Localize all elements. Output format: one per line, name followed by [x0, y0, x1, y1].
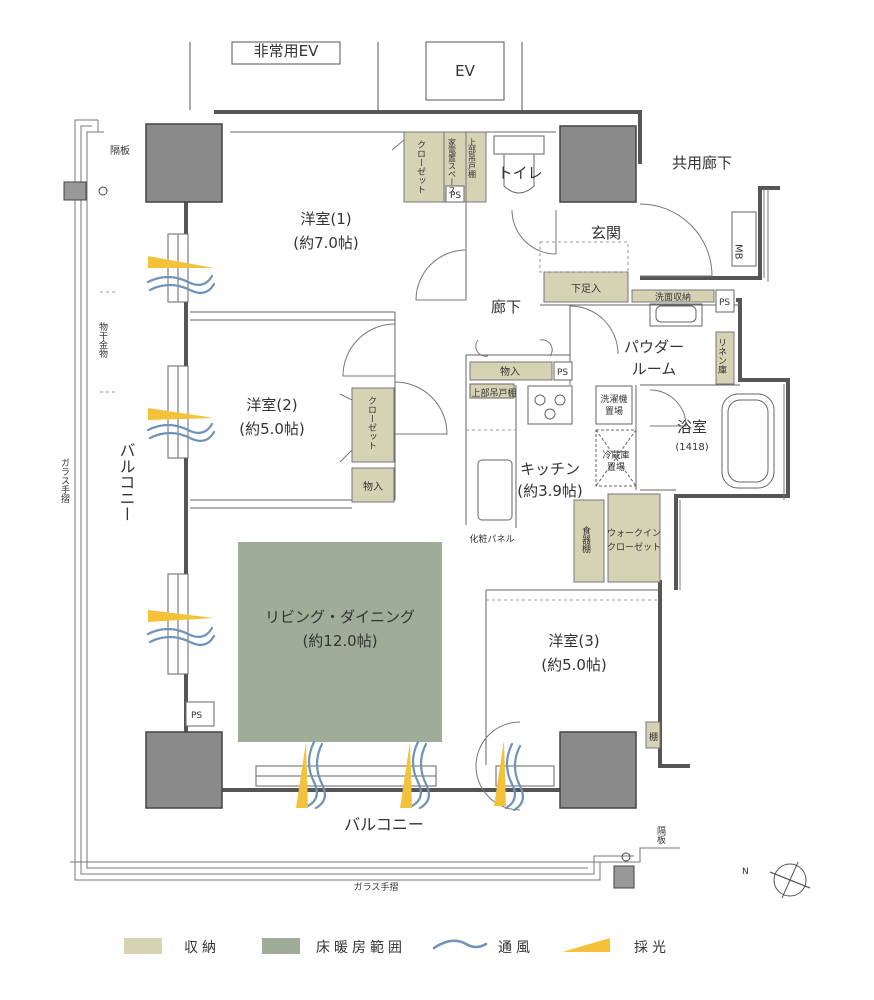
kaden-space-label: 家電置スペース [448, 137, 457, 194]
washer-label-2: 置場 [605, 405, 623, 417]
bath-size-label: (1418) [675, 442, 708, 453]
kitchen-storage [469, 361, 553, 381]
shelf-room3 [645, 721, 661, 749]
right-wall-hatch [679, 188, 785, 590]
compass-north-label: N [742, 867, 749, 877]
powder-room-label-1: パウダー [624, 338, 684, 356]
washer-label-1: 洗濯機 [600, 393, 627, 405]
light-symbols [148, 256, 506, 808]
ev-label: EV [455, 62, 475, 80]
geta-label: 下足入 [571, 283, 601, 295]
room1-size-label: (約7.0帖) [293, 234, 359, 252]
mb-label: MB [733, 244, 744, 260]
pole-2-circle [621, 852, 631, 862]
kitchen-label: キッチン [520, 460, 580, 478]
toilet-fixture [493, 135, 545, 194]
linen-storage [715, 331, 735, 385]
closet2-label: クローゼット [366, 396, 377, 450]
makeup-panel-label: 化粧パネル [469, 533, 514, 545]
column-top-right [559, 125, 637, 203]
kitchen-size-label: (約3.9帖) [517, 482, 583, 500]
laundry-hardware-label: 物干金物 [97, 321, 108, 359]
kitchen-fixtures [469, 383, 637, 521]
ldk-size-label: (約12.0帖) [302, 632, 377, 650]
upper-cabinet-toilet-label: 上部吊戸棚 [468, 138, 477, 179]
columns [145, 123, 637, 809]
legend-wind-icon [432, 939, 488, 950]
walkin-label-1: ウォークイン [607, 528, 661, 539]
geta-box [543, 271, 629, 303]
room2-size-label: (約5.0帖) [239, 420, 305, 438]
linen-label: リネン庫 [716, 338, 727, 375]
column-top-left [145, 123, 223, 203]
sink-storage-label: 洗面収納 [655, 291, 691, 303]
walk-in-closet [607, 493, 661, 583]
room2-label: 洋室(2) [246, 396, 297, 414]
closet-room1 [403, 131, 445, 203]
partition-top-label: 隔板 [110, 144, 130, 157]
compass-icon [769, 861, 811, 899]
legend-storage-swatch [124, 938, 162, 954]
elevator-area [189, 41, 523, 110]
ps-boxes [185, 185, 735, 727]
pantry-label: 食器棚 [580, 525, 591, 554]
ps-label-4: PS [191, 711, 202, 721]
doors [339, 139, 713, 811]
fridge-label-1: 冷蔵庫 [602, 449, 629, 461]
closet1-label: クローゼット [415, 140, 426, 194]
ldk-label: リビング・ダイニング [265, 608, 415, 626]
balcony-outline [70, 119, 680, 881]
room1-label: 洋室(1) [300, 210, 351, 228]
walkin-label-2: クローゼット [607, 541, 661, 553]
storage-room2 [351, 467, 395, 503]
storage-areas [351, 131, 735, 749]
balcony-bottom-label: バルコニー [344, 815, 424, 834]
room3-label: 洋室(3) [548, 632, 599, 650]
glass-rail-bottom-label: ガラス手摺 [354, 881, 399, 893]
toilet-label: トイレ [497, 164, 542, 182]
pole-1 [63, 181, 87, 201]
legend-floor-heating-label: 床暖房範囲 [316, 939, 406, 956]
mb-box [731, 211, 757, 267]
fridge-label-2: 置場 [607, 461, 625, 473]
closet-room2 [351, 387, 395, 463]
ps-label-1: PS [450, 191, 461, 201]
partition-bottom-label: 隔板 [655, 826, 666, 845]
legend-floor-heating-swatch [262, 938, 300, 954]
wind-symbols [146, 274, 525, 812]
floor-heating-area [238, 542, 442, 742]
powder-room-label-2: ルーム [632, 360, 677, 378]
upper-cabinet-toilet [465, 131, 487, 203]
common-corridor-label: 共用廊下 [672, 154, 732, 172]
glass-rail-side-label: ガラス手摺 [59, 458, 70, 504]
ps-label-2: PS [557, 368, 568, 378]
genkan-label: 玄関 [591, 224, 621, 242]
sink-storage [631, 289, 715, 303]
pole-1-circle [98, 186, 108, 196]
storage-room2-label: 物入 [363, 480, 383, 493]
room3-size-label: (約5.0帖) [541, 656, 607, 674]
bath-fixture [721, 393, 775, 489]
upper-cabinet-kitchen-label: 上部吊戸棚 [471, 387, 516, 399]
pole-2 [613, 865, 635, 889]
column-bottom-left [145, 731, 223, 809]
corridor-label: 廊下 [491, 298, 521, 316]
powder-sink [649, 303, 703, 327]
legend-storage-label: 収納 [184, 940, 220, 956]
legend-light-label: 採光 [634, 940, 670, 956]
left-windows [167, 233, 189, 675]
bath-label: 浴室 [677, 418, 707, 436]
balcony-side-label: バルコニー [117, 442, 136, 522]
legend-wind-label: 通風 [498, 940, 534, 956]
column-bottom-right [559, 731, 637, 809]
legend: 収納 床暖房範囲 通風 採光 [124, 938, 670, 956]
legend-light-icon [562, 938, 610, 952]
pantry [573, 499, 605, 583]
shelf-label: 棚 [649, 731, 658, 743]
ps-label-3: PS [719, 298, 730, 308]
emergency-ev-label: 非常用EV [254, 42, 319, 60]
dashed-lines [100, 241, 660, 601]
kitchen-storage-label: 物入 [500, 365, 520, 378]
